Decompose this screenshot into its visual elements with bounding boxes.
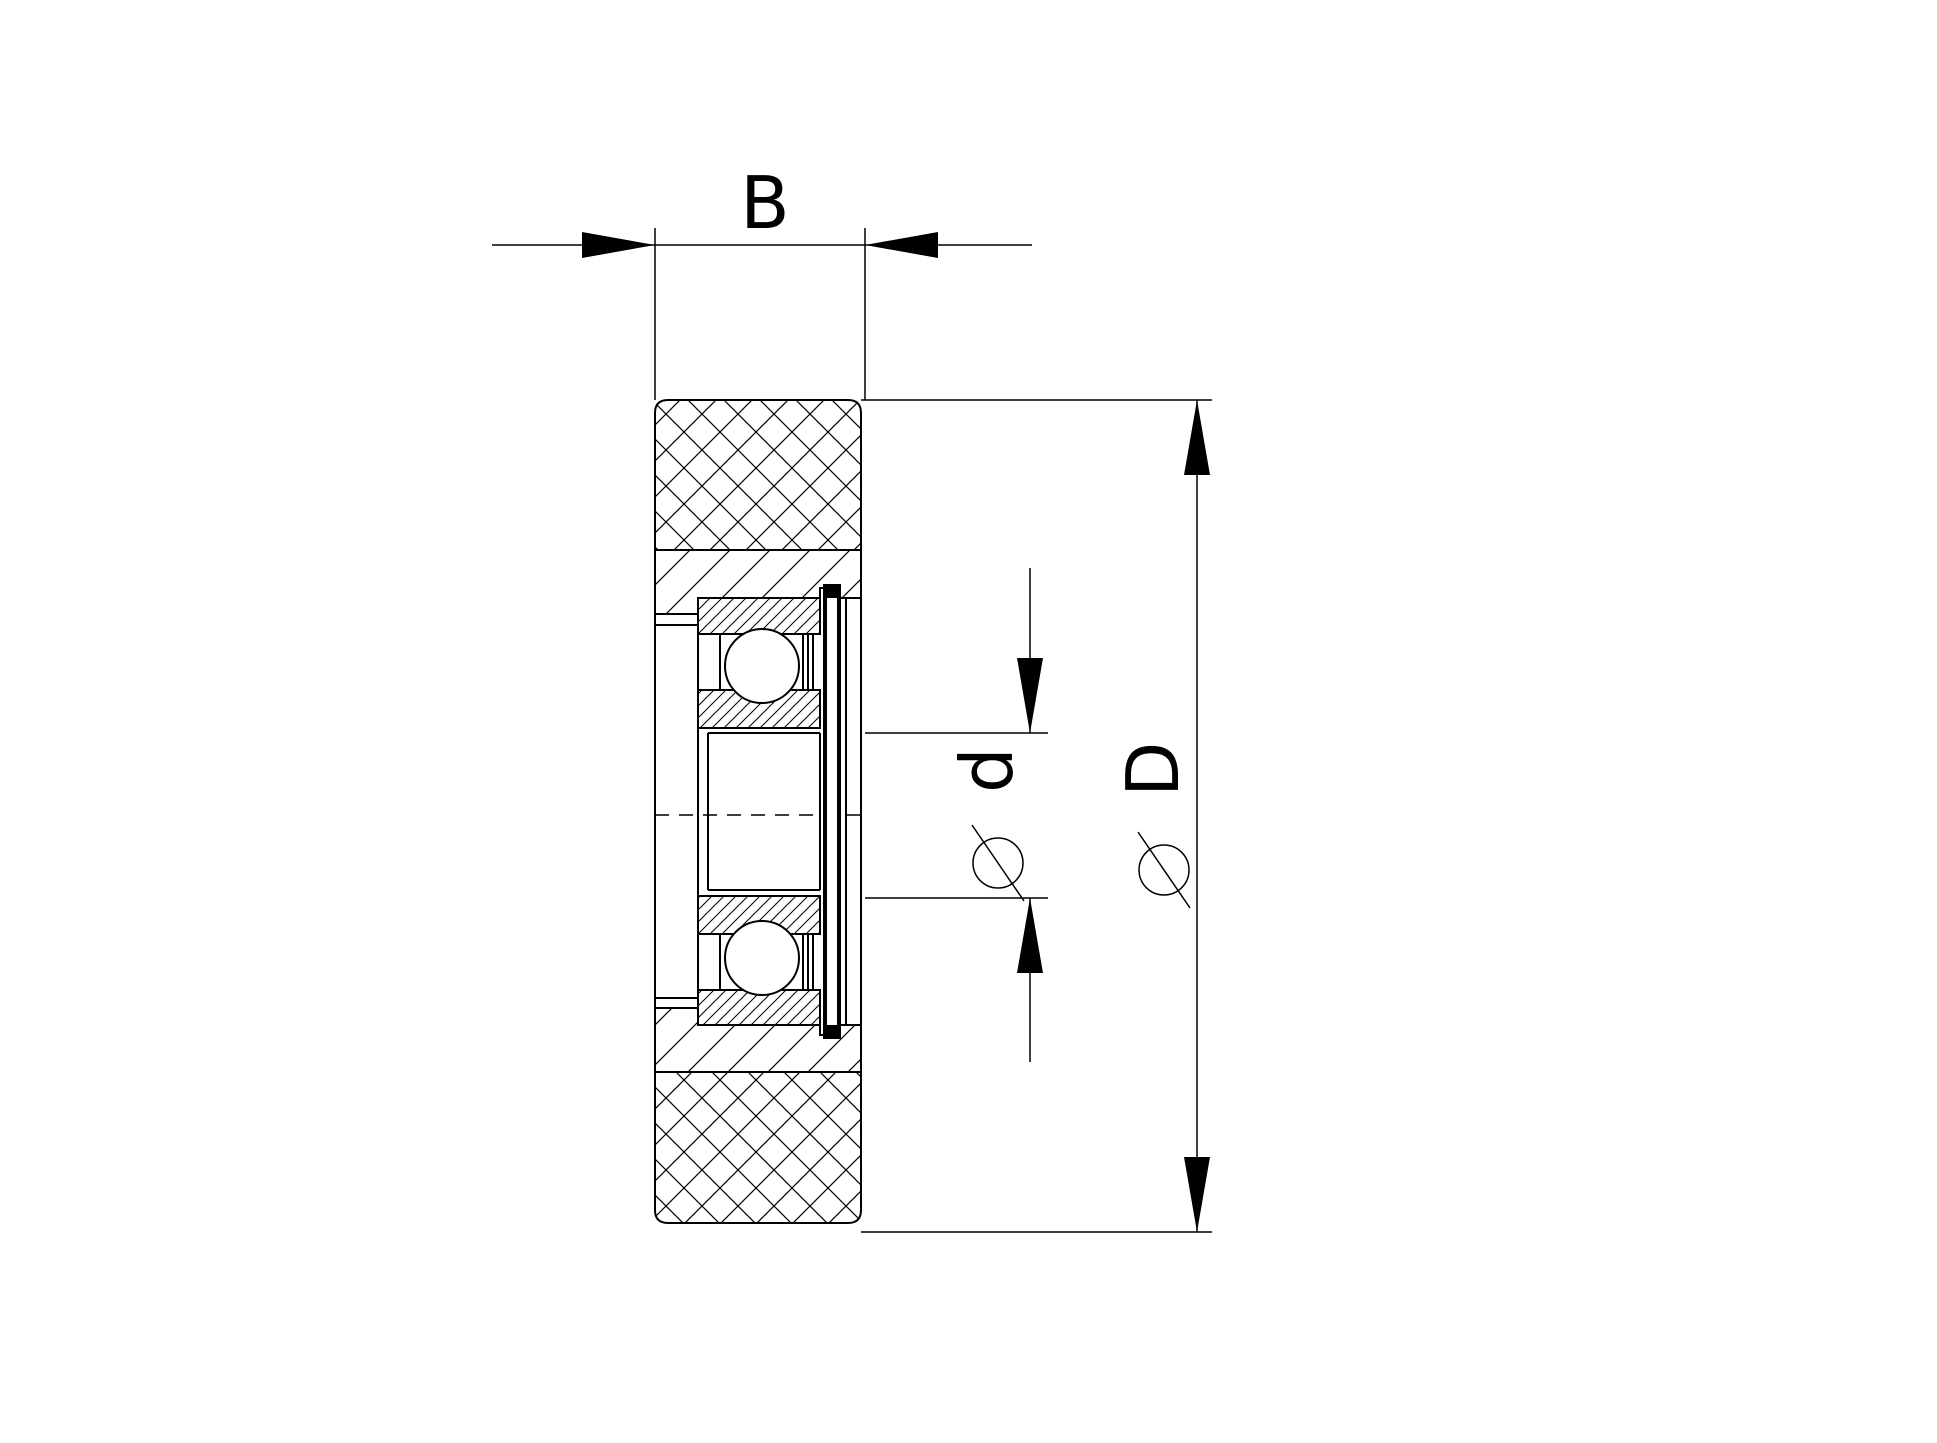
arrow-down-pointing xyxy=(1017,658,1043,733)
tyre-top xyxy=(654,399,862,551)
width-label: B xyxy=(740,161,789,245)
outer-label: D xyxy=(1111,742,1195,797)
roller-section xyxy=(654,399,865,1224)
dimension-outer: D xyxy=(861,399,1212,1233)
diameter-symbol-bore xyxy=(971,824,1025,902)
arrow-left-pointing xyxy=(865,232,938,258)
bearing-inner-ring-top xyxy=(697,689,821,729)
arrow-up-pointing-top xyxy=(1184,400,1210,475)
bearing-ball-bottom xyxy=(724,920,800,996)
arrow-up-pointing xyxy=(1017,898,1043,973)
diameter-symbol-outer xyxy=(1137,831,1191,909)
arrow-down-pointing-bottom xyxy=(1184,1157,1210,1232)
bore-label: d xyxy=(945,747,1029,793)
tyre-bottom xyxy=(654,1071,862,1224)
dimension-width: B xyxy=(492,161,1032,400)
arrow-right-pointing xyxy=(582,232,655,258)
bearing-ball-top xyxy=(724,628,800,704)
hub-bottom xyxy=(654,1007,862,1073)
dimension-bore: d xyxy=(865,568,1048,1062)
